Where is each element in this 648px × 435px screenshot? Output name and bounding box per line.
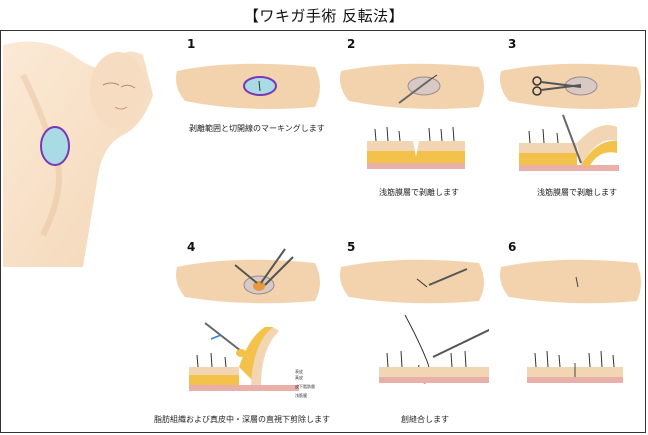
step-3-caption: 浅筋膜層で剥離します: [537, 188, 617, 197]
step-3-number: 3: [508, 37, 517, 51]
step-3-cross-section: [519, 113, 619, 177]
step-4-illustration: [175, 243, 325, 307]
diagram-frame: 1 剥離範囲と切開線のマーキングします 2 浅筋膜層で剥離します: [0, 30, 646, 433]
step-1-number: 1: [187, 37, 196, 51]
step-5-illustration: [339, 243, 489, 307]
step-6-number: 6: [508, 240, 517, 254]
step-1-caption: 剥離範囲と切開線のマーキングします: [189, 124, 325, 133]
step-2-caption: 浅筋膜層で剥離します: [379, 188, 459, 197]
step-4-caption: 脂肪組織および真皮中・深層の直視下剪除します: [154, 415, 330, 424]
step-5-caption: 創縫合します: [401, 415, 449, 424]
step-3-illustration: [499, 51, 644, 113]
step-2-cross-section: [367, 123, 465, 175]
step-2-number: 2: [347, 37, 356, 51]
page-title: 【ワキガ手術 反転法】: [243, 7, 405, 25]
legend-dermis: 真皮: [295, 375, 303, 380]
step-6-cross-section: [527, 349, 623, 395]
legend-epidermis: 表皮: [295, 369, 303, 374]
armpit-marking: [40, 126, 70, 166]
legend-superficial-fascia: 浅筋膜: [295, 393, 307, 398]
step-5-number: 5: [347, 240, 356, 254]
step-2-illustration: [339, 51, 489, 113]
step-1-illustration: [175, 51, 325, 113]
step-4-cross-section: [189, 313, 299, 395]
legend-subcutaneous-fat: 皮下脂肪層: [295, 384, 315, 389]
step-4-number: 4: [187, 240, 196, 254]
step-6-illustration: [499, 243, 644, 307]
step-5-cross-section: [379, 311, 489, 395]
armpit-figure: [3, 35, 163, 267]
